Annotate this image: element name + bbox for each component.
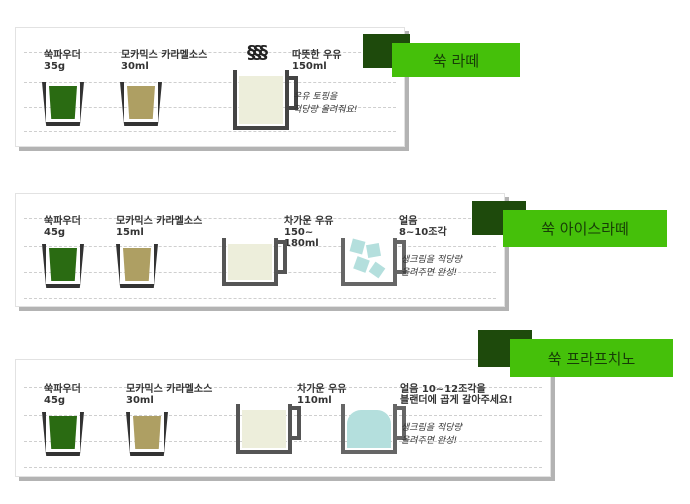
caramel-sauce-cup-icon (126, 412, 168, 456)
frappuccino-mug-icon (341, 404, 397, 454)
ingredient-amount: 15ml (116, 227, 144, 238)
ingredient-amount: 35g (44, 61, 66, 72)
divider (24, 52, 396, 53)
mug-handle (393, 406, 406, 440)
ingredient-amount: 150~ 180ml (284, 227, 319, 249)
ingredient-amount: 30ml (126, 395, 154, 406)
ingredient-amount: 45g (44, 227, 66, 238)
divider (24, 107, 396, 108)
divider (24, 82, 396, 83)
steam-icon: §§§ (247, 42, 268, 63)
mug-handle (285, 76, 298, 110)
recipe-note: 우유 토핑을 적당량 올려줘요! (293, 92, 358, 115)
ingredient-amount: 8~10조각 (399, 227, 447, 238)
ingredient-name: 모카믹스 카라멜소스 (116, 216, 203, 227)
ingredient-name: 얼음 10~12조각을 (400, 384, 486, 395)
ingredient-amount: 150ml (292, 61, 327, 72)
ingredient-amount: 블랜더에 곱게 갈아주세요! (400, 395, 513, 406)
ingredient-name: 쑥파우더 (44, 216, 81, 227)
ingredient-amount: 30ml (121, 61, 149, 72)
ingredient-amount: 110ml (297, 395, 332, 406)
matcha-powder-cup-icon (42, 82, 84, 126)
caramel-sauce-cup-icon (116, 244, 158, 288)
recipe-title: 쑥 프라프치노 (510, 339, 673, 377)
warm-milk-mug-icon (233, 70, 289, 130)
recipe-note: 생크림을 적당량 올려주면 완성! (401, 423, 462, 446)
ingredient-amount: 45g (44, 395, 66, 406)
recipe-title: 쑥 아이스라떼 (503, 210, 667, 247)
ingredient-name: 쑥파우더 (44, 384, 81, 395)
divider (24, 387, 542, 388)
caramel-sauce-cup-icon (120, 82, 162, 126)
ingredient-name: 쑥파우더 (44, 50, 81, 61)
divider (24, 467, 542, 468)
ingredient-name: 따뜻한 우유 (292, 50, 342, 61)
ingredient-name: 얼음 (399, 216, 418, 227)
matcha-powder-cup-icon (42, 412, 84, 456)
ingredient-name: 모카믹스 카라멜소스 (121, 50, 208, 61)
mug-handle (393, 240, 406, 274)
recipe-card-ssuk-latte: 쑥파우더 35g 모카믹스 카라멜소스 30ml 따뜻한 우유 150ml §§… (15, 27, 405, 147)
ingredient-name: 모카믹스 카라멜소스 (126, 384, 213, 395)
mug-handle (274, 240, 287, 274)
cold-milk-mug-icon (236, 404, 292, 454)
recipe-card-ssuk-iced-latte: 쑥파우더 45g 모카믹스 카라멜소스 15ml 차가운 우유 150~ 180… (15, 193, 505, 307)
divider (24, 131, 396, 132)
recipe-note: 생크림을 적당량 올려주면 완성! (401, 255, 462, 278)
matcha-powder-cup-icon (42, 244, 84, 288)
ingredient-name: 차가운 우유 (297, 384, 347, 395)
recipe-card-ssuk-frappuccino: 쑥파우더 45g 모카믹스 카라멜소스 30ml 차가운 우유 110ml 얼음… (15, 359, 551, 477)
divider (24, 298, 496, 299)
divider (24, 218, 496, 219)
ice-mug-icon (341, 238, 397, 286)
recipe-title: 쑥 라떼 (392, 43, 520, 77)
ingredient-name: 차가운 우유 (284, 216, 334, 227)
cold-milk-mug-icon (222, 238, 278, 286)
mug-handle (288, 406, 301, 440)
